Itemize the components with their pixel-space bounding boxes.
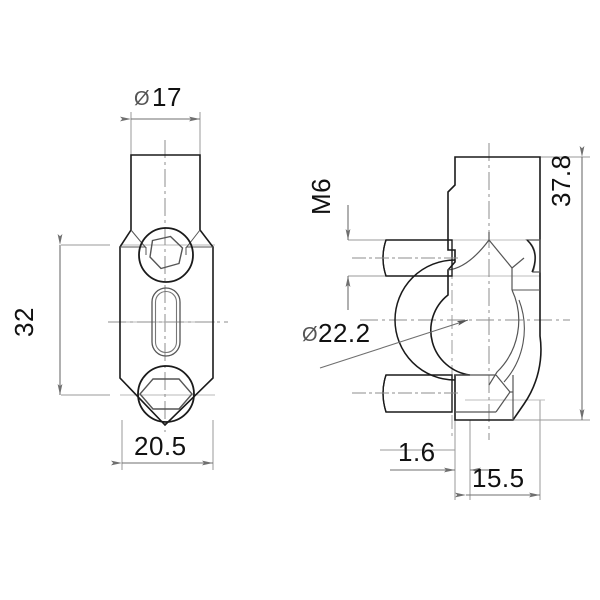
- dimension-height378: 37.8: [546, 146, 585, 420]
- dimension-M6: M6: [306, 178, 351, 310]
- M6-value: M6: [306, 178, 336, 215]
- height32-value: 32: [9, 307, 39, 337]
- front-view-bottom-bolt-head: [137, 365, 195, 423]
- front-view-shoulder-detail: [120, 229, 213, 255]
- side-view-body-outline: [430, 156, 542, 421]
- side-view-arm-inner-contour: [488, 289, 520, 386]
- dimension-depth155: 15.5: [455, 463, 540, 498]
- dia222-value: 22.2: [318, 318, 371, 348]
- dia17-symbol: Ø: [134, 88, 150, 110]
- side-view-lower-boss-detail: [455, 374, 514, 420]
- side-view-arm-mid-contour: [503, 299, 525, 383]
- dimension-thick16: 1.6: [390, 437, 500, 473]
- dimension-height32: 32: [9, 234, 63, 395]
- width205-value: 20.5: [134, 431, 187, 461]
- side-view-lower-stud: [352, 374, 460, 413]
- dimension-width205: 20.5: [111, 431, 213, 466]
- front-view-slot-outer: [151, 287, 181, 357]
- front-view-slot-inner: [154, 290, 178, 354]
- front-view-top-bolt-head: [138, 227, 194, 283]
- dia222-symbol: Ø: [302, 324, 318, 346]
- side-view-upper-chamfer-detail: [447, 232, 525, 290]
- height378-value: 37.8: [546, 154, 576, 207]
- side-view-upper-stud: [352, 239, 460, 277]
- dia17-value: 17: [152, 82, 182, 112]
- front-view-body-outline: [119, 154, 214, 427]
- dimension-dia222: Ø 22.2: [302, 318, 469, 369]
- side-view-clamp-bore-arc: [394, 259, 456, 381]
- side-view: M6 Ø 22.2 37.8 1.6 15.5: [302, 143, 590, 500]
- front-view: Ø 17 32 20.5: [9, 82, 228, 470]
- front-view-top-hex-socket: [149, 235, 184, 270]
- front-view-bottom-hex-socket: [139, 378, 193, 410]
- thick16-value: 1.6: [398, 437, 436, 467]
- dimension-dia17: Ø 17: [120, 82, 200, 122]
- side-view-upper-right-nib-arc: [526, 239, 536, 273]
- depth155-value: 15.5: [472, 463, 525, 493]
